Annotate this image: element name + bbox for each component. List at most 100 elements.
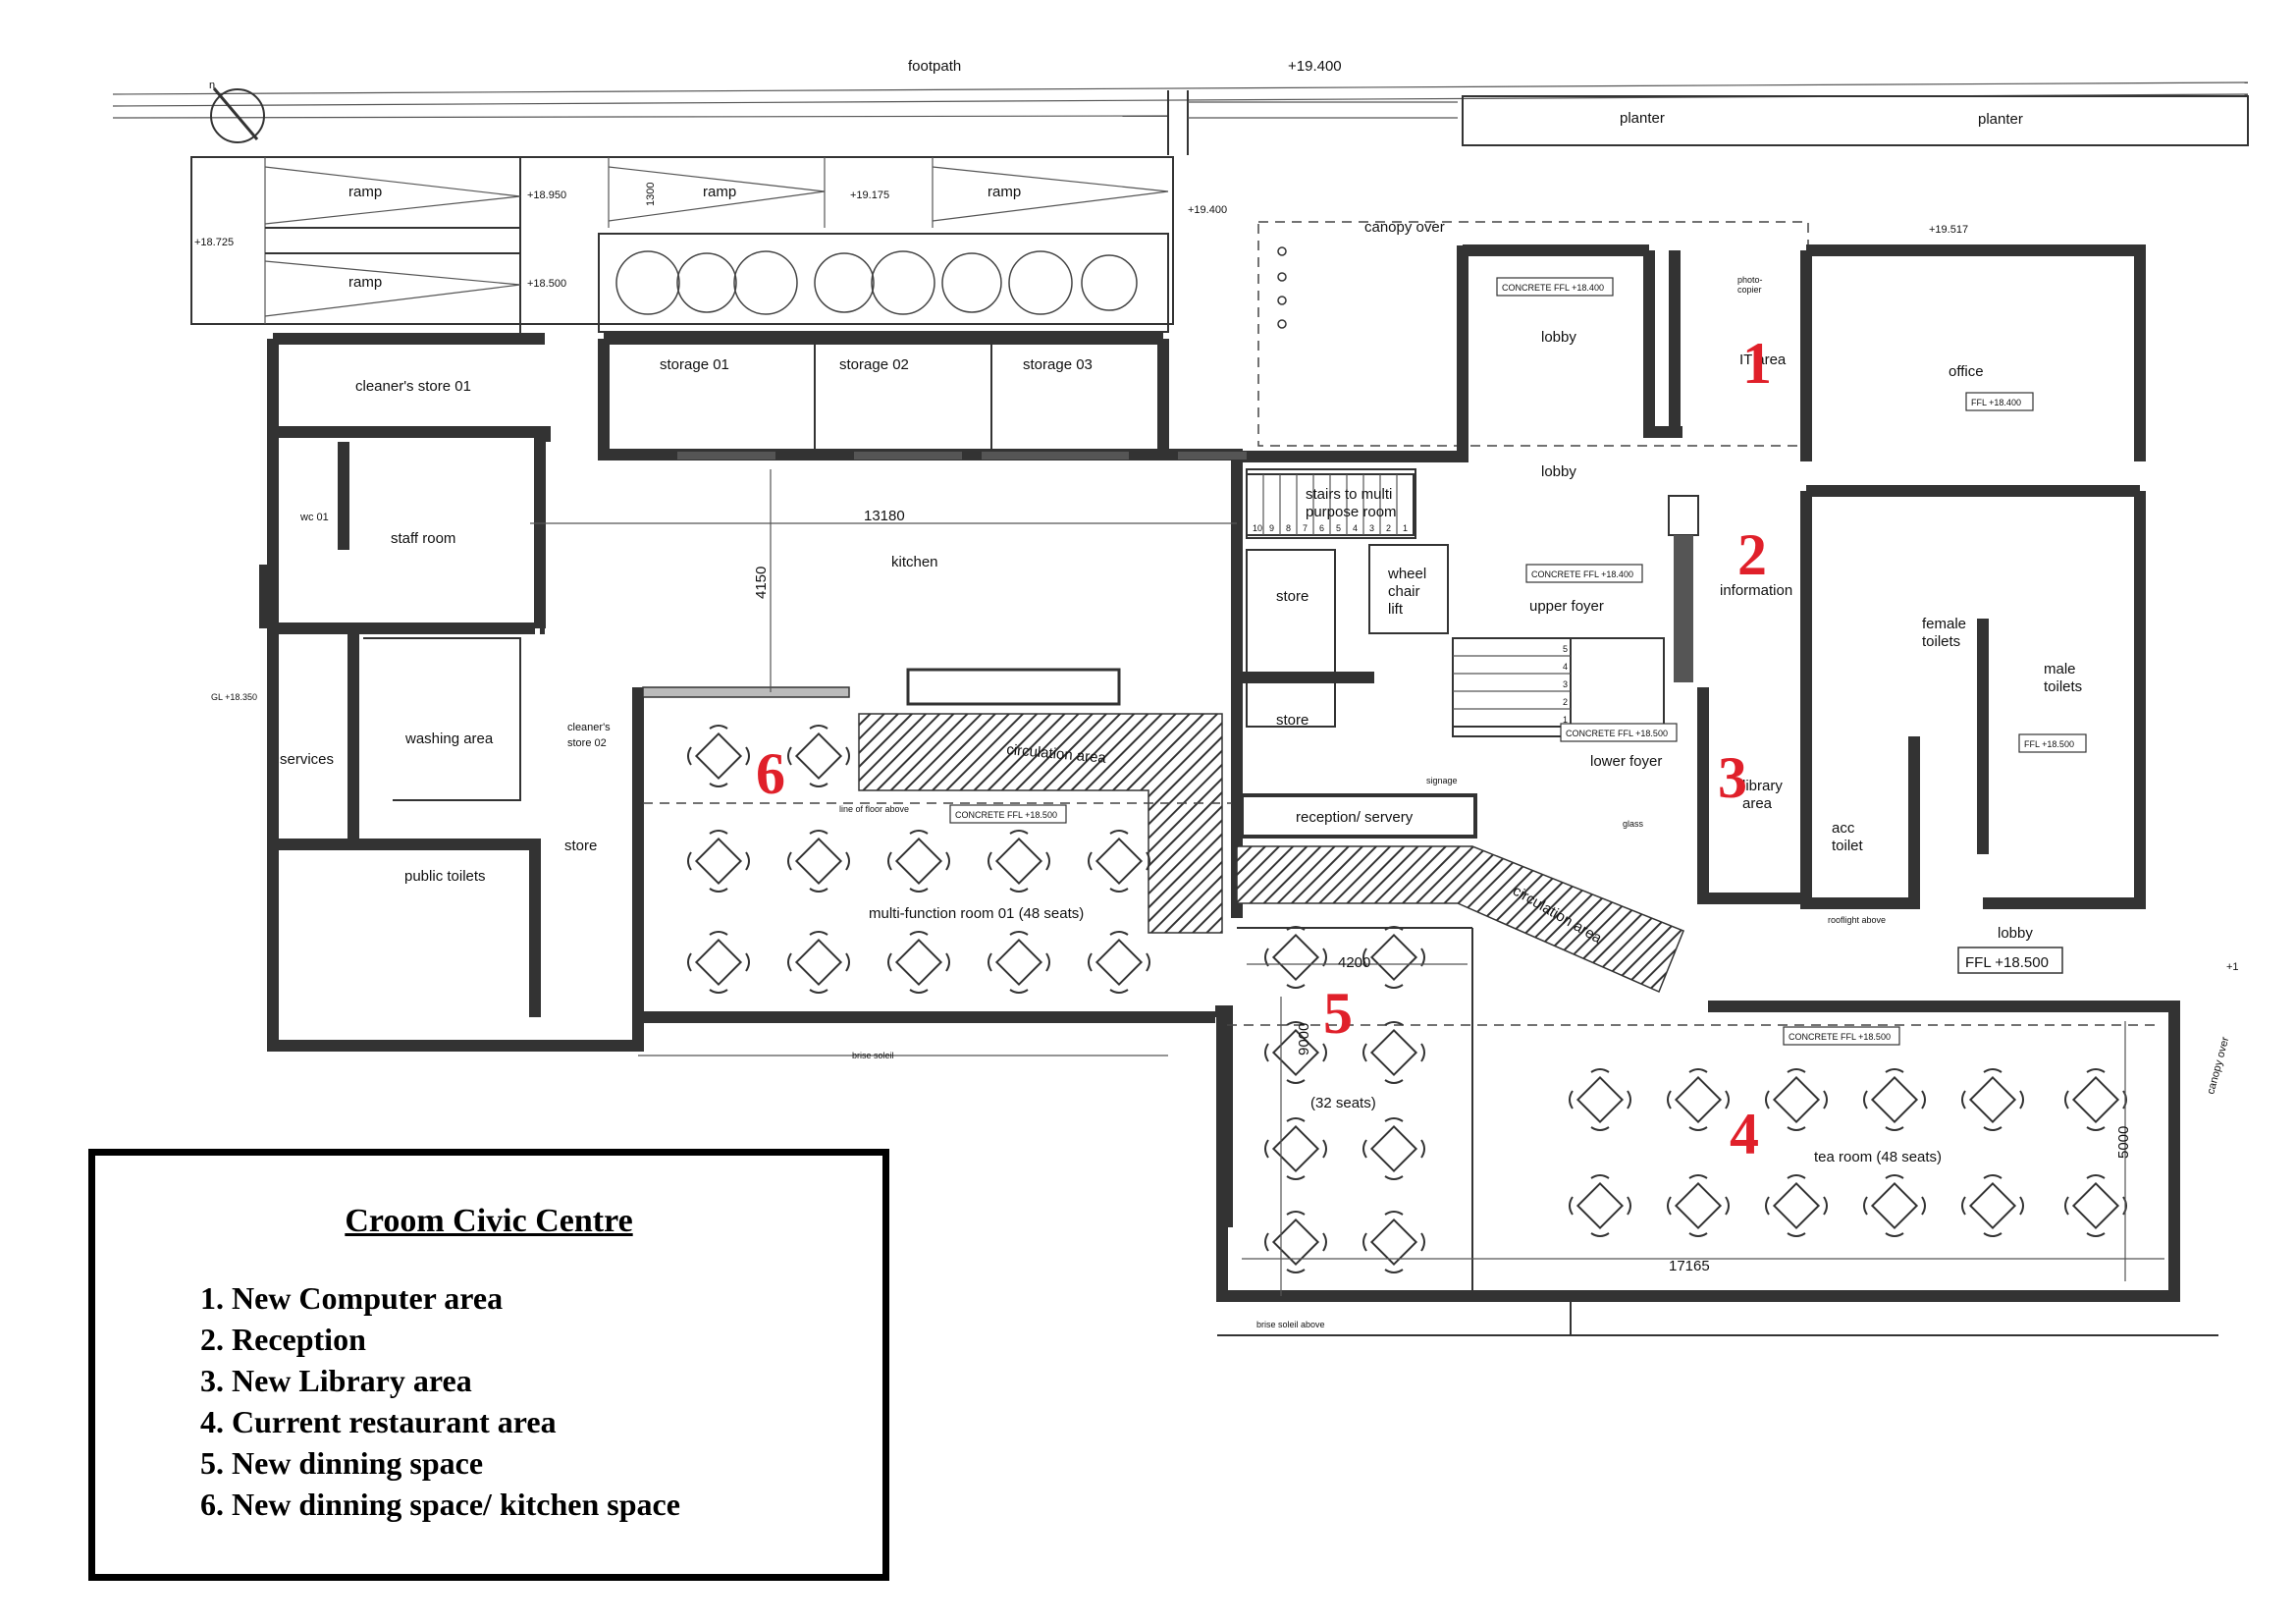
ffl-18500-small: FFL +18.500 bbox=[2024, 739, 2074, 749]
planter-label-1: planter bbox=[1620, 110, 1665, 127]
room-services: services bbox=[280, 751, 334, 768]
table-with-chairs bbox=[1765, 1068, 1828, 1131]
room-lobby-3: lobby bbox=[1998, 925, 2033, 942]
svg-text:4: 4 bbox=[1353, 523, 1358, 533]
ramps bbox=[190, 156, 1174, 334]
room-store-b: store bbox=[1276, 588, 1308, 605]
level-19517: +19.517 bbox=[1929, 224, 1968, 236]
room-multi-function: multi-function room 01 (48 seats) bbox=[869, 905, 1084, 922]
rooflight-above-label: rooflight above bbox=[1828, 915, 1886, 925]
svg-text:1: 1 bbox=[1403, 523, 1408, 533]
room-female-toilets-2: toilets bbox=[1922, 633, 1960, 650]
dim-5000: 5000 bbox=[2115, 1126, 2132, 1159]
legend-item: 4. Current restaurant area bbox=[200, 1404, 557, 1439]
concrete-ffl-18400-b: CONCRETE FFL +18.400 bbox=[1531, 569, 1633, 579]
table-with-chairs bbox=[988, 830, 1050, 893]
concrete-ffl-18400-a: CONCRETE FFL +18.400 bbox=[1502, 283, 1604, 293]
table-with-chairs bbox=[1264, 926, 1327, 989]
table-with-chairs bbox=[787, 931, 850, 994]
table-with-chairs bbox=[887, 830, 950, 893]
wheelchair-lift-1: wheel bbox=[1387, 566, 1426, 582]
canopy-over-label-2: canopy over bbox=[2205, 1035, 2231, 1095]
room-washing-area: washing area bbox=[404, 731, 494, 747]
stair-numbers: 10 9 8 7 6 5 4 3 2 1 bbox=[1253, 523, 1408, 533]
table-with-chairs bbox=[1264, 1211, 1327, 1273]
edge-level: +1 bbox=[2226, 961, 2239, 973]
dim-13180: 13180 bbox=[864, 508, 905, 524]
room-upper-foyer: upper foyer bbox=[1529, 598, 1604, 615]
brise-soleil-label: brise soleil bbox=[852, 1051, 894, 1060]
table-with-chairs bbox=[988, 931, 1050, 994]
concrete-ffl-18500-b: CONCRETE FFL +18.500 bbox=[1566, 729, 1668, 738]
table-with-chairs bbox=[1088, 830, 1150, 893]
room-information: information bbox=[1720, 582, 1792, 599]
marker-1: 1 bbox=[1742, 331, 1772, 396]
table-with-chairs bbox=[1863, 1068, 1926, 1131]
svg-text:5: 5 bbox=[1336, 523, 1341, 533]
dim-4150: 4150 bbox=[753, 567, 770, 599]
level-18500: +18.500 bbox=[527, 278, 566, 290]
legend-box: Croom Civic Centre 1. New Computer area … bbox=[88, 1149, 889, 1581]
room-reception-servery: reception/ servery bbox=[1296, 809, 1414, 826]
stairs-to-multi-purpose-room bbox=[1246, 473, 1415, 536]
room-storage-02: storage 02 bbox=[839, 356, 909, 373]
level-label: +19.400 bbox=[1288, 58, 1342, 75]
ramp-label-3: ramp bbox=[988, 184, 1021, 200]
room-lobby-1: lobby bbox=[1541, 329, 1576, 346]
dim-4200: 4200 bbox=[1338, 954, 1370, 971]
room-male-toilets-1: male bbox=[2044, 661, 2076, 677]
room-store-a: store bbox=[564, 838, 597, 854]
svg-text:2: 2 bbox=[1386, 523, 1391, 533]
table-with-chairs bbox=[1961, 1174, 2024, 1237]
footpath-lines bbox=[112, 81, 2249, 155]
svg-text:10: 10 bbox=[1253, 523, 1262, 533]
legend-item: 6. New dinning space/ kitchen space bbox=[200, 1487, 680, 1522]
footpath-label: footpath bbox=[908, 58, 961, 75]
svg-text:1: 1 bbox=[1563, 715, 1568, 725]
svg-text:6: 6 bbox=[1319, 523, 1324, 533]
room-wc-01: wc 01 bbox=[299, 512, 329, 523]
stairs-label-1: stairs to multi bbox=[1306, 486, 1392, 503]
ramp-label-4: ramp bbox=[348, 274, 382, 291]
table-with-chairs bbox=[2064, 1068, 2127, 1131]
svg-text:n: n bbox=[209, 80, 215, 91]
marker-4: 4 bbox=[1730, 1102, 1759, 1166]
wheelchair-lift-3: lift bbox=[1388, 601, 1404, 618]
foyer-step-numbers: 5 4 3 2 1 bbox=[1563, 644, 1568, 725]
svg-text:4: 4 bbox=[1563, 662, 1568, 672]
planting-shrubs bbox=[615, 250, 1138, 315]
table-with-chairs bbox=[1362, 1211, 1425, 1273]
svg-text:8: 8 bbox=[1286, 523, 1291, 533]
marker-5: 5 bbox=[1323, 981, 1353, 1046]
table-with-chairs bbox=[687, 931, 750, 994]
room-cleaners-store-02-b: store 02 bbox=[567, 737, 607, 749]
room-storage-01: storage 01 bbox=[660, 356, 729, 373]
circulation-area-hatch bbox=[858, 713, 1223, 934]
level-19175: +19.175 bbox=[850, 189, 889, 201]
ffl-18500-big: FFL +18.500 bbox=[1965, 954, 2049, 971]
level-18725: +18.725 bbox=[194, 237, 234, 248]
table-with-chairs bbox=[1362, 1117, 1425, 1180]
room-store-c: store bbox=[1276, 712, 1308, 729]
wheelchair-lift-2: chair bbox=[1388, 583, 1420, 600]
room-lobby-2: lobby bbox=[1541, 463, 1576, 480]
room-lower-foyer: lower foyer bbox=[1590, 753, 1662, 770]
room-acc-toilet-1: acc bbox=[1832, 820, 1855, 837]
photocopier-label-1: photo- bbox=[1737, 275, 1763, 285]
concrete-ffl-18500-c: CONCRETE FFL +18.500 bbox=[1789, 1032, 1891, 1042]
table-with-chairs bbox=[787, 725, 850, 787]
planter-label-2: planter bbox=[1978, 111, 2023, 128]
legend-item: 3. New Library area bbox=[200, 1363, 472, 1398]
table-with-chairs bbox=[1569, 1068, 1631, 1131]
ffl-18400: FFL +18.400 bbox=[1971, 398, 2021, 407]
legend-item: 2. Reception bbox=[200, 1322, 366, 1357]
room-cleaners-store-02-a: cleaner's bbox=[567, 722, 611, 733]
line-of-floor-above-label: line of floor above bbox=[839, 804, 909, 814]
room-it-area: IT area bbox=[1739, 352, 1787, 368]
seats-32-label: (32 seats) bbox=[1310, 1095, 1376, 1111]
table-with-chairs bbox=[1863, 1174, 1926, 1237]
table-with-chairs bbox=[787, 830, 850, 893]
brise-soleil-above-label: brise soleil above bbox=[1256, 1320, 1325, 1329]
interior-partitions bbox=[363, 334, 1699, 839]
